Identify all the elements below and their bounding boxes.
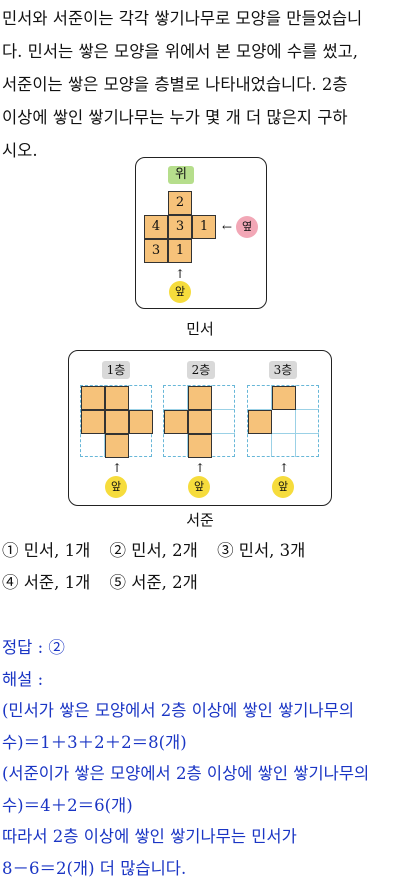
top-view-label: 위 — [168, 166, 194, 184]
explanation-line: 수)＝4＋2＝6(개) — [2, 790, 398, 822]
layer-1-grid — [80, 385, 152, 457]
problem-line: 서준이는 쌓은 모양을 층별로 나타내었습니다. 2층 — [2, 68, 398, 101]
front-view-label: 앞 — [188, 476, 210, 498]
block — [188, 410, 212, 434]
minseo-caption: 민서 — [160, 318, 240, 339]
top-view-cell: 1 — [192, 215, 216, 239]
explanation-line: 수)＝1＋3＋2＋2＝8(개) — [2, 727, 398, 759]
choice-2[interactable]: ② 민서, 2개 — [110, 535, 198, 567]
top-view-cell: 2 — [168, 191, 192, 215]
block — [164, 410, 188, 434]
answer-choices: ① 민서, 1개 ② 민서, 2개 ③ 민서, 3개 ④ 서준, 1개 ⑤ 서준… — [2, 535, 398, 599]
layer-label: 2층 — [187, 361, 215, 379]
up-arrow-icon: ↑ — [112, 462, 122, 474]
front-view-label: 앞 — [272, 476, 294, 498]
choice-4[interactable]: ④ 서준, 1개 — [2, 567, 90, 599]
problem-line: 이상에 쌓인 쌓기나무는 누가 몇 개 더 많은지 구하 — [2, 101, 398, 134]
layer-label: 1층 — [102, 361, 130, 379]
up-arrow-icon: ↑ — [279, 462, 289, 474]
answer-section: 정답 : ② 해설 : (민서가 쌓은 모양에서 2층 이상에 쌓인 쌓기나무의… — [2, 632, 398, 884]
choice-1[interactable]: ① 민서, 1개 — [2, 535, 90, 567]
block — [272, 386, 296, 410]
explanation-line: (서준이가 쌓은 모양에서 2층 이상에 쌓인 쌓기나무의 — [2, 758, 398, 790]
block — [188, 434, 212, 458]
side-view-label: 옆 — [236, 216, 258, 238]
top-view-cell: 1 — [168, 239, 192, 263]
explanation-line: 8－6＝2(개) 더 많습니다. — [2, 853, 398, 884]
block — [188, 386, 212, 410]
seojun-caption: 서준 — [160, 509, 240, 530]
choice-3[interactable]: ③ 민서, 3개 — [217, 535, 305, 567]
problem-line: 다. 민서는 쌓은 모양을 위에서 본 모양에 수를 썼고, — [2, 35, 398, 68]
up-arrow-icon: ↑ — [175, 268, 185, 280]
block — [105, 386, 129, 410]
up-arrow-icon: ↑ — [195, 462, 205, 474]
front-view-label: 앞 — [105, 476, 127, 498]
top-view-cell: 3 — [144, 239, 168, 263]
block — [81, 386, 105, 410]
block — [81, 410, 105, 434]
problem-text: 민서와 서준이는 각각 쌓기나무로 모양을 만들었습니 다. 민서는 쌓은 모양… — [2, 2, 398, 167]
choice-5[interactable]: ⑤ 서준, 2개 — [110, 567, 198, 599]
layer-3-grid — [247, 385, 319, 457]
left-arrow-icon: ← — [222, 221, 232, 233]
block — [248, 410, 272, 434]
layer-label: 3층 — [269, 361, 297, 379]
problem-line: 민서와 서준이는 각각 쌓기나무로 모양을 만들었습니 — [2, 2, 398, 35]
explanation-heading: 해설 : — [2, 664, 398, 696]
block — [105, 410, 129, 434]
block — [129, 410, 153, 434]
explanation-line: 따라서 2층 이상에 쌓인 쌓기나무는 민서가 — [2, 821, 398, 853]
layer-2-grid — [163, 385, 235, 457]
front-view-label: 앞 — [169, 281, 191, 303]
answer-line: 정답 : ② — [2, 632, 398, 664]
top-view-cell: 3 — [168, 215, 192, 239]
explanation-line: (민서가 쌓은 모양에서 2층 이상에 쌓인 쌓기나무의 — [2, 695, 398, 727]
block — [105, 434, 129, 458]
top-view-cell: 4 — [144, 215, 168, 239]
